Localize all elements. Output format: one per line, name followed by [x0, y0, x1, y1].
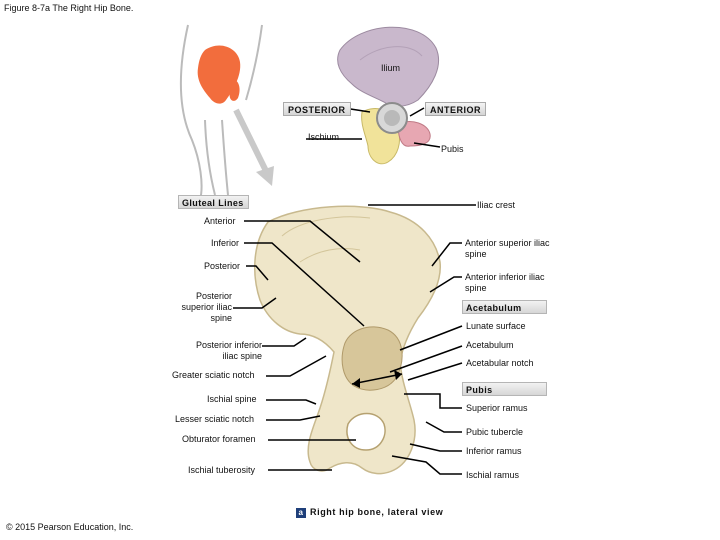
- acetabular-notch-label: Acetabular notch: [466, 358, 534, 368]
- caption-badge: a: [296, 508, 306, 518]
- superior-ramus-label: Superior ramus: [466, 403, 528, 413]
- figure-caption: a Right hip bone, lateral view: [296, 507, 443, 518]
- pubis-label: Pubis: [441, 144, 464, 154]
- obturator-foramen: [346, 412, 386, 451]
- anterior-tag: ANTERIOR: [425, 102, 486, 116]
- ischium-label: Ischium: [308, 132, 340, 142]
- pubis-header: Pubis: [462, 382, 547, 396]
- gluteal-inferior-label: Inferior: [211, 238, 240, 248]
- ilium-region: [337, 26, 440, 107]
- gluteal-anterior-label: Anterior: [204, 216, 236, 226]
- thumbnail-hip-bone: [197, 45, 241, 104]
- lunate-surface-label: Lunate surface: [466, 321, 526, 331]
- thumbnail-hip-bone-right: [229, 79, 240, 101]
- pubic-tubercle-label: Pubic tubercle: [466, 427, 524, 437]
- figure-title: Figure 8-7a The Right Hip Bone.: [4, 3, 134, 13]
- ischial-ramus-label: Ischial ramus: [466, 470, 520, 480]
- ischial-tuberosity-label: Ischial tuberosity: [188, 465, 256, 475]
- lesser-sciatic-notch-label: Lesser sciatic notch: [175, 414, 255, 424]
- asis-label: Anterior superior iliac spine: [465, 238, 550, 259]
- posterior-tag: POSTERIOR: [283, 102, 351, 116]
- body-silhouette: [179, 24, 263, 201]
- iliac-crest-label: Iliac crest: [477, 200, 516, 210]
- acetabulum-label: Acetabulum: [466, 340, 514, 350]
- caption-text: Right hip bone, lateral view: [310, 507, 444, 517]
- obturator-foramen-label: Obturator foramen: [182, 434, 256, 444]
- gluteal-lines-header: Gluteal Lines: [178, 195, 249, 209]
- pubis-region: [397, 121, 431, 147]
- ilium-label: Ilium: [381, 63, 401, 73]
- ischial-spine-label: Ischial spine: [207, 394, 257, 404]
- acetabulum-arrow: [351, 373, 403, 385]
- copyright: © 2015 Pearson Education, Inc.: [6, 522, 134, 532]
- gluteal-posterior-label: Posterior: [204, 261, 241, 271]
- acetabulum-header: Acetabulum: [462, 300, 547, 314]
- piis-label: Posterior inferior iliac spine: [195, 340, 262, 361]
- aiis-label: Anterior inferior iliac spine: [465, 272, 545, 293]
- inferior-ramus-label: Inferior ramus: [466, 446, 522, 456]
- greater-sciatic-notch-label: Greater sciatic notch: [172, 370, 255, 380]
- psis-label: Posterior superior iliac spine: [181, 291, 232, 323]
- pointer-arrow: [233, 108, 271, 177]
